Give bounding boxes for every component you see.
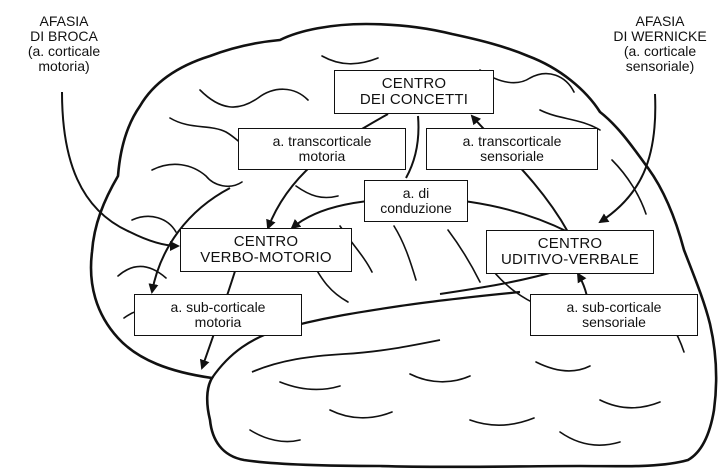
sc-motoria-line-2: motoria bbox=[194, 314, 242, 330]
conduzione-line-1: a. di bbox=[402, 185, 430, 201]
transcorticale-sensoriale-box: a. transcorticale sensoriale bbox=[426, 128, 598, 170]
arrow-vm-to-subcorticale bbox=[148, 187, 231, 294]
centro-concetti-box: CENTRO DEI CONCETTI bbox=[334, 70, 494, 114]
centro-uditivo-verbale-box: CENTRO UDITIVO-VERBALE bbox=[486, 230, 654, 274]
centro-concetti-line-1: CENTRO bbox=[381, 75, 447, 92]
cuv-line-2: UDITIVO-VERBALE bbox=[500, 251, 640, 268]
gyri bbox=[117, 55, 685, 446]
temporal-lobe-line bbox=[211, 290, 521, 379]
broca-line-4: motoria) bbox=[38, 58, 90, 74]
tc-sensoriale-line-1: a. transcorticale bbox=[462, 133, 562, 149]
wernicke-label: AFASIA DI WERNICKE (a. corticale sensori… bbox=[604, 14, 716, 74]
centro-verbo-motorio-box: CENTRO VERBO-MOTORIO bbox=[180, 228, 352, 272]
transcorticale-motoria-box: a. transcorticale motoria bbox=[238, 128, 406, 170]
broca-label: AFASIA DI BROCA (a. corticale motoria) bbox=[16, 14, 112, 74]
wernicke-line-3: (a. corticale bbox=[623, 43, 697, 59]
subcorticale-motoria-box: a. sub-corticale motoria bbox=[134, 294, 302, 336]
broca-arrow bbox=[61, 91, 180, 251]
wernicke-arrow bbox=[598, 93, 657, 224]
sc-sensoriale-line-1: a. sub-corticale bbox=[566, 299, 662, 315]
conduzione-line-2: conduzione bbox=[380, 200, 452, 216]
conduzione-box: a. di conduzione bbox=[364, 180, 468, 222]
broca-line-3: (a. corticale bbox=[27, 43, 101, 59]
cuv-line-1: CENTRO bbox=[537, 235, 603, 252]
wernicke-line-4: sensoriale) bbox=[625, 58, 695, 74]
tc-motoria-line-1: a. transcorticale bbox=[272, 133, 372, 149]
broca-line-2: DI BROCA bbox=[30, 28, 98, 44]
sylvian-line bbox=[251, 339, 441, 373]
centro-concetti-line-2: DEI CONCETTI bbox=[359, 91, 469, 108]
broca-line-1: AFASIA bbox=[39, 13, 89, 29]
cvm-line-1: CENTRO bbox=[233, 233, 299, 250]
wernicke-line-1: AFASIA bbox=[635, 13, 685, 29]
tc-motoria-line-2: motoria bbox=[298, 148, 346, 164]
tc-sensoriale-line-2: sensoriale bbox=[480, 148, 544, 164]
sc-sensoriale-line-2: sensoriale bbox=[582, 314, 646, 330]
subcorticale-sensoriale-box: a. sub-corticale sensoriale bbox=[530, 294, 698, 336]
cvm-line-2: VERBO-MOTORIO bbox=[200, 249, 332, 266]
brain-outline bbox=[89, 22, 718, 469]
line-concepts-to-vm-2 bbox=[405, 115, 420, 179]
sc-motoria-line-1: a. sub-corticale bbox=[170, 299, 266, 315]
wernicke-line-2: DI WERNICKE bbox=[613, 28, 707, 44]
